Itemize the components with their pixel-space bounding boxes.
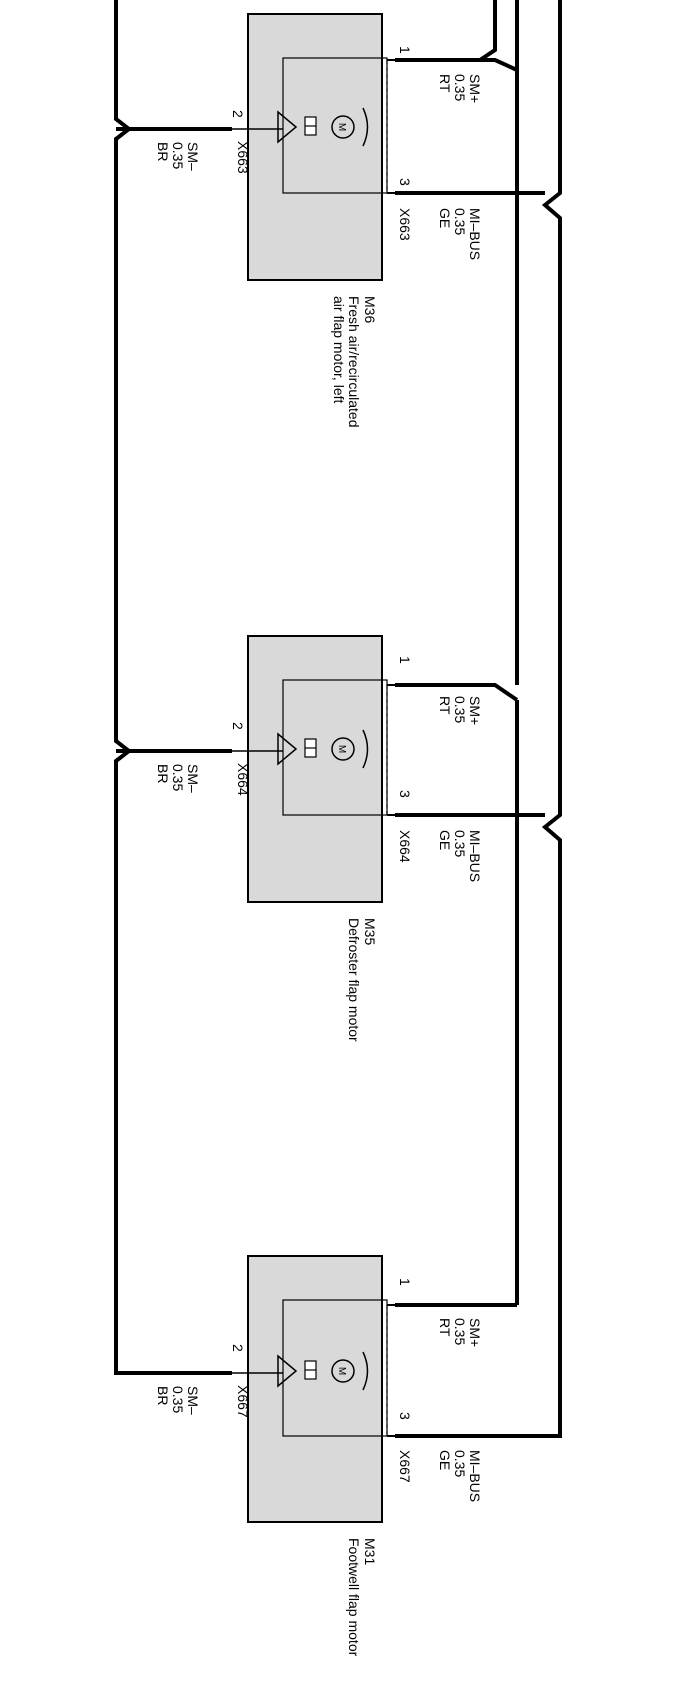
sm-plus-bus-wire-a: [478, 0, 497, 62]
svg-text:SM+: SM+: [467, 696, 483, 725]
connector-triangle-icon: [277, 732, 298, 766]
motor-icon: [331, 115, 355, 139]
pin1-label: 1: [397, 46, 413, 54]
svg-text:GE: GE: [437, 1450, 453, 1470]
sm-plus-tap-m36: [395, 58, 518, 72]
motor-icon-letter: M: [336, 1367, 347, 1375]
svg-text:0.35: 0.35: [452, 830, 468, 857]
pin2-label: 2: [230, 110, 246, 118]
wire-label-sm-plus: SM+ 0.35 RT: [437, 696, 483, 725]
svg-text:GE: GE: [437, 830, 453, 850]
component-id: M31: [362, 1538, 378, 1565]
flap-arrow-icon: [362, 729, 369, 769]
component-desc-line1: Footwell flap motor: [346, 1538, 362, 1657]
component-box: [247, 635, 383, 903]
mi-bus-wire: [395, 0, 562, 1438]
connector-label-left: X663: [235, 141, 251, 174]
component-id: M35: [362, 918, 378, 945]
connector-triangle-icon: [277, 110, 298, 144]
svg-text:SM–: SM–: [185, 764, 201, 793]
connector-label-left: X667: [235, 1385, 251, 1418]
wire-label-sm-plus: SM+ 0.35 RT: [437, 1318, 483, 1347]
svg-text:0.35: 0.35: [452, 696, 468, 723]
svg-text:MI–BUS: MI–BUS: [467, 1450, 483, 1502]
svg-text:0.35: 0.35: [452, 74, 468, 101]
svg-text:0.35: 0.35: [170, 764, 186, 791]
svg-text:RT: RT: [437, 74, 453, 93]
motor-m36: M 1 2 3 X663 X663 SM+ 0.35 RT MI–BUS 0.3…: [155, 13, 483, 428]
svg-text:BR: BR: [155, 1386, 171, 1405]
connector-label-left: X664: [235, 763, 251, 796]
wire-label-mi-bus: MI–BUS 0.35 GE: [437, 208, 483, 260]
pin2-label: 2: [230, 722, 246, 730]
pin3-label: 3: [397, 1412, 413, 1420]
connector-label-right: X664: [397, 830, 413, 863]
pin3-label: 3: [397, 790, 413, 798]
pin2-label: 2: [230, 1344, 246, 1352]
svg-text:0.35: 0.35: [170, 142, 186, 169]
svg-text:GE: GE: [437, 208, 453, 228]
wire-label-mi-bus: MI–BUS 0.35 GE: [437, 1450, 483, 1502]
component-box: [247, 13, 383, 281]
sm-plus-tap-m35: [395, 683, 519, 702]
connector-label-right: X667: [397, 1450, 413, 1483]
svg-text:0.35: 0.35: [452, 1450, 468, 1477]
motor-icon-letter: M: [336, 123, 347, 131]
svg-text:MI–BUS: MI–BUS: [467, 830, 483, 882]
sm-minus-bus-wire: [114, 0, 232, 1375]
wire-label-sm-plus: SM+ 0.35 RT: [437, 74, 483, 103]
component-desc-line2: air flap motor, left: [331, 296, 347, 403]
flap-arrow-icon: [362, 1351, 369, 1391]
bus-wires: [114, 0, 562, 1438]
svg-text:BR: BR: [155, 764, 171, 783]
component-desc-line1: Defroster flap motor: [346, 918, 362, 1042]
svg-text:SM+: SM+: [467, 1318, 483, 1347]
svg-text:RT: RT: [437, 1318, 453, 1337]
motor-icon: [331, 737, 355, 761]
pin3-label: 3: [397, 178, 413, 186]
svg-text:SM+: SM+: [467, 74, 483, 103]
component-id: M36: [362, 296, 378, 323]
svg-text:SM–: SM–: [185, 1386, 201, 1415]
wire-label-sm-minus: SM– 0.35 BR: [155, 764, 201, 793]
wire-label-mi-bus: MI–BUS 0.35 GE: [437, 830, 483, 882]
svg-text:0.35: 0.35: [452, 208, 468, 235]
wire-label-sm-minus: SM– 0.35 BR: [155, 1386, 201, 1415]
connector-triangle-icon: [277, 1354, 298, 1388]
motor-icon: [331, 1359, 355, 1383]
motor-m31: M 1 2 3 X667 X667 SM+ 0.35 RT MI–BUS 0.3…: [155, 1255, 483, 1657]
svg-text:0.35: 0.35: [452, 1318, 468, 1345]
wire-label-sm-minus: SM– 0.35 BR: [155, 142, 201, 171]
flap-arrow-icon: [362, 107, 369, 147]
pin1-label: 1: [397, 1278, 413, 1286]
pin1-label: 1: [397, 656, 413, 664]
motor-m35: M 1 2 3 X664 X664 SM+ 0.35 RT MI–BUS 0.3…: [155, 635, 483, 1042]
svg-text:0.35: 0.35: [170, 1386, 186, 1413]
svg-text:RT: RT: [437, 696, 453, 715]
motor-icon-letter: M: [336, 745, 347, 753]
component-box: [247, 1255, 383, 1523]
svg-text:BR: BR: [155, 142, 171, 161]
svg-text:SM–: SM–: [185, 142, 201, 171]
component-inner-frame: [282, 679, 388, 816]
connector-label-right: X663: [397, 208, 413, 241]
svg-text:MI–BUS: MI–BUS: [467, 208, 483, 260]
component-desc-line1: Fresh air/recirculated: [346, 296, 362, 428]
